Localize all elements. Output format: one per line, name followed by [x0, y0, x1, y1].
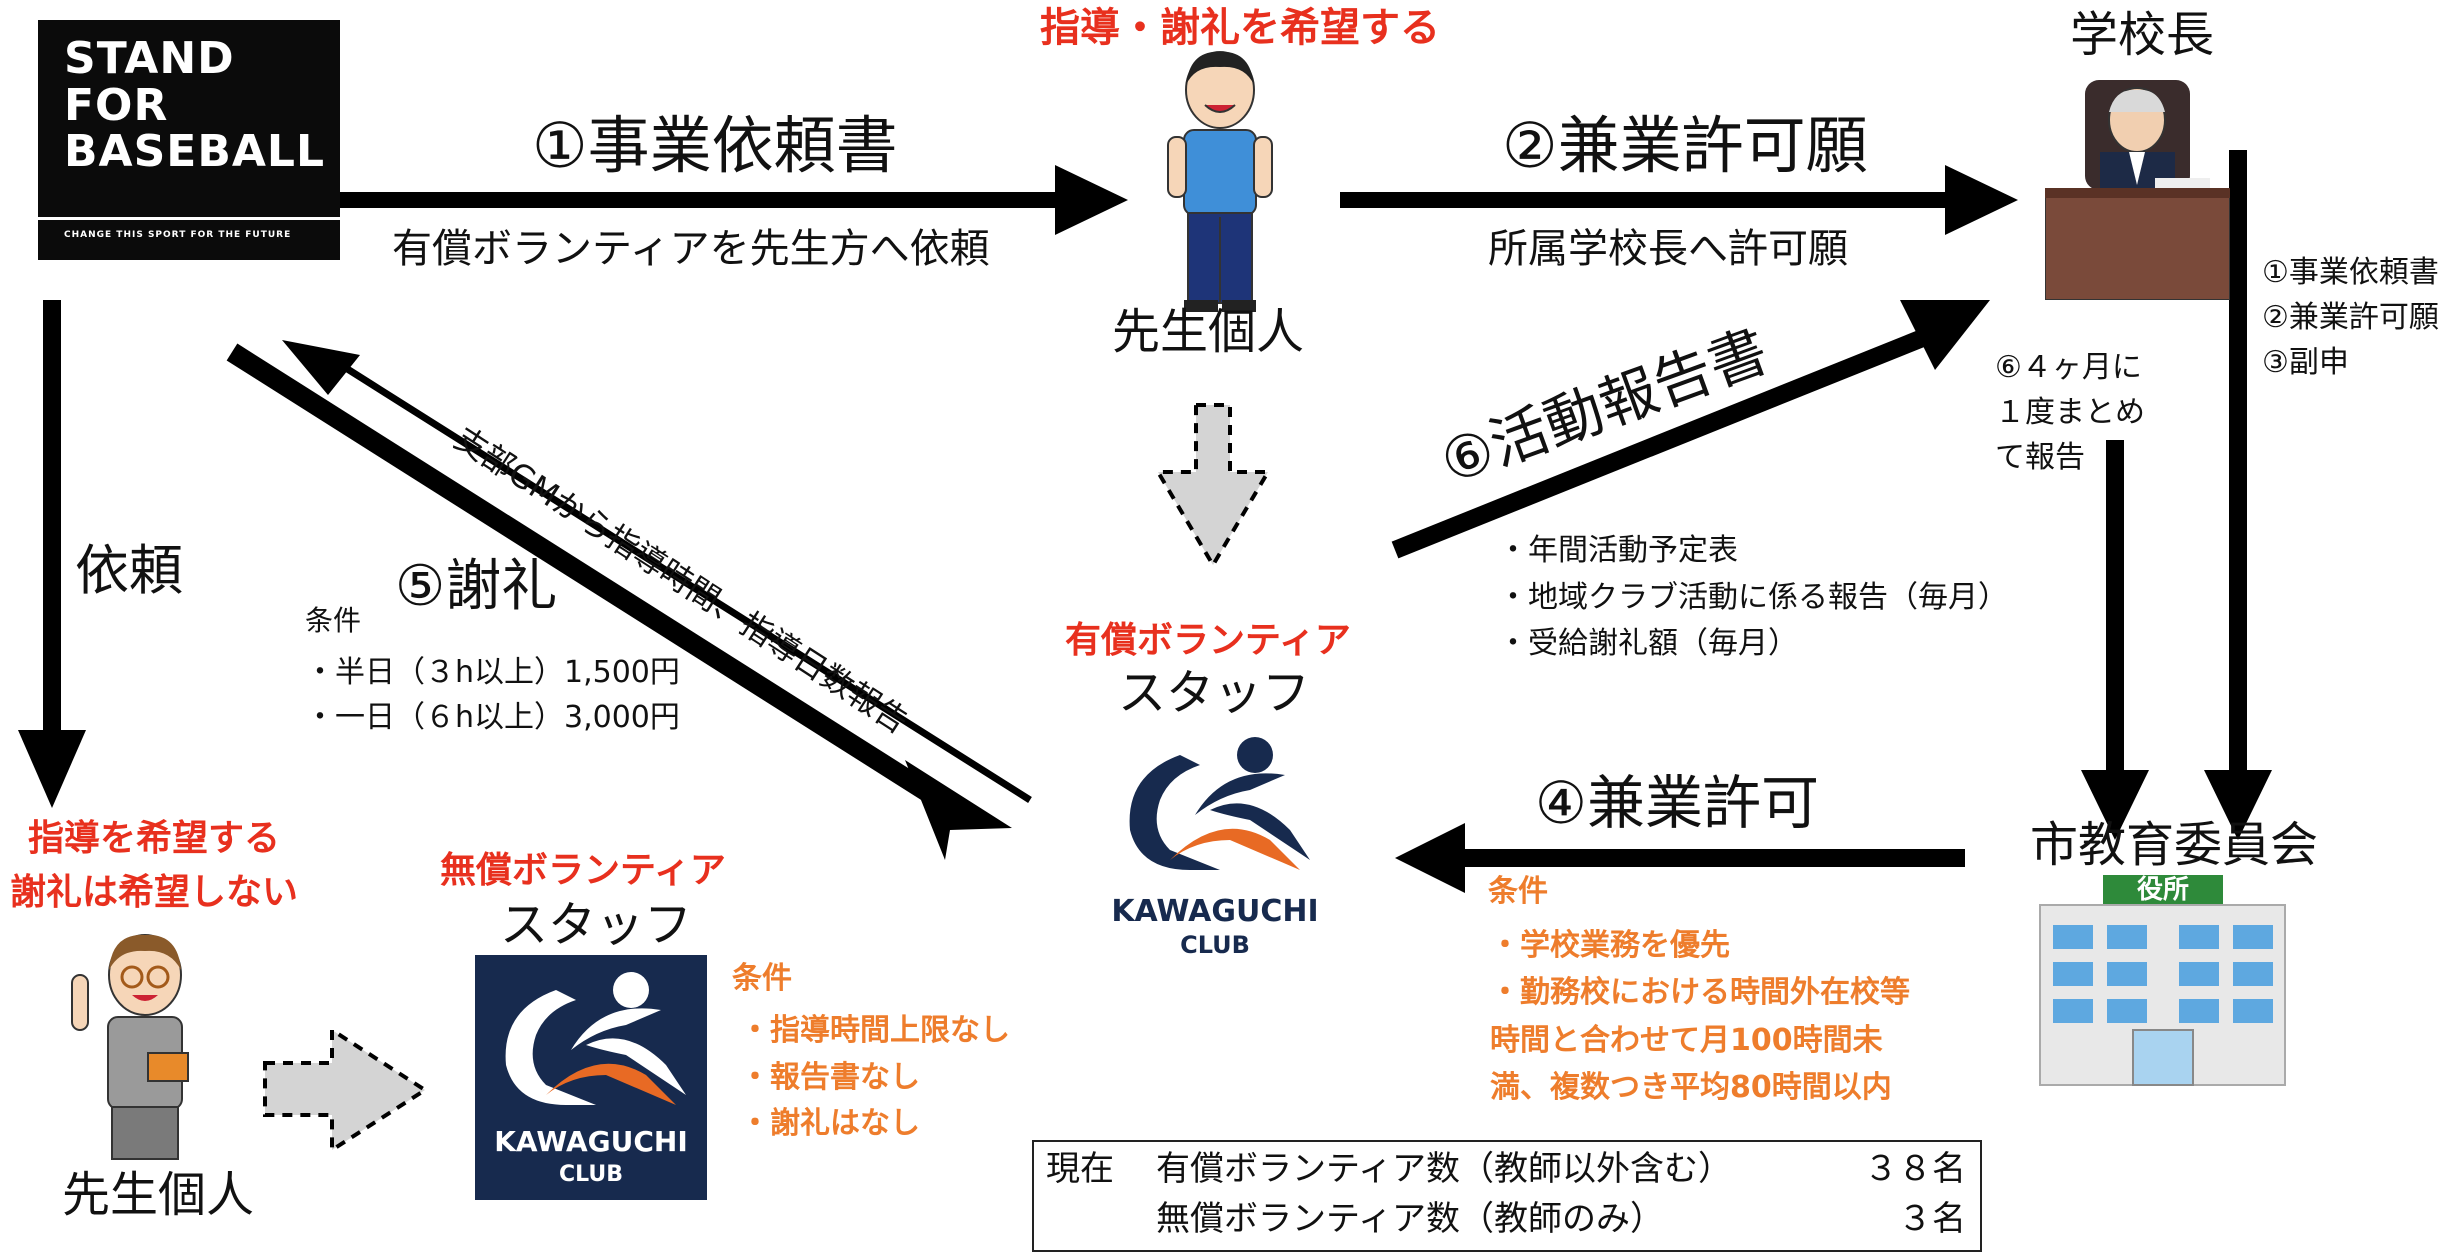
right-doc-2: ②兼業許可願	[2262, 300, 2439, 335]
arrow-permit	[1395, 823, 1965, 893]
logo-line3: BASEBALL	[64, 126, 325, 178]
arrow1-title: ①事業依頼書	[532, 109, 898, 182]
unpaid-condition-2: ・報告書なし	[740, 1059, 920, 1095]
logo-line2: FOR	[64, 79, 169, 131]
fee-cond-title: 条件	[305, 604, 362, 637]
activity-item-2: ・地域クラブ活動に係る報告（毎月）	[1498, 579, 2008, 615]
logo-title: STAND FOR BASEBALL	[64, 33, 325, 178]
club-sub-unpaid: CLUB	[558, 1162, 623, 1187]
arrow-request-to-teacher	[340, 165, 1128, 235]
volunteer-count-table: 現在 有償ボランティア数（教師以外含む） ３８名 無償ボランティア数（教師のみ）…	[1032, 1140, 1982, 1252]
arrow-report-diagonal	[282, 340, 1032, 803]
board-label: 市教育委員会	[2030, 817, 2319, 873]
arrow-logo-down	[18, 300, 86, 808]
club-emblem	[1129, 737, 1310, 870]
stand-for-baseball-logo: STAND FOR BASEBALL CHANGE THIS SPORT FOR…	[38, 20, 340, 260]
fee-conditions: ・半日（３h以上）1,500円 ・一日（６h以上）3,000円	[305, 650, 680, 740]
unpaid-cond-title: 条件	[732, 961, 792, 996]
now-label: 現在	[1046, 1149, 1114, 1189]
principal-label: 学校長	[2070, 7, 2215, 63]
unpaid-count-label: 無償ボランティア数（教師のみ）	[1156, 1199, 1664, 1239]
teacher-top-label: 先生個人	[1112, 304, 1305, 360]
arrow2-title: ②兼業許可願	[1502, 109, 1868, 182]
wish-left-line1: 指導を希望する	[28, 818, 281, 859]
paid-count-label: 有償ボランティア数（教師以外含む）	[1156, 1149, 1732, 1189]
teacher-top-icon	[1167, 51, 1273, 312]
principal-icon	[2045, 80, 2230, 300]
club-emblem-unpaid	[505, 972, 686, 1105]
every4-line3: て報告	[1995, 440, 2085, 475]
every4-line1: ⑥４ヶ月に	[1995, 350, 2142, 385]
logo-divider	[38, 217, 340, 220]
every4-line2: １度まとめ	[1995, 395, 2145, 430]
board-condition-3: 時間と合わせて月100時間未	[1490, 1022, 1883, 1058]
activity-item-3: ・受給謝礼額（毎月）	[1498, 626, 1798, 661]
board-condition-1: ・学校業務を優先	[1490, 928, 1730, 963]
arrow-fee-diagonal	[226, 343, 1012, 860]
kawaguchi-club-logo-paid: KAWAGUCHI CLUB	[1100, 720, 1330, 960]
club-name-unpaid: KAWAGUCHI	[494, 1125, 688, 1158]
fee-condition-1: ・半日（３h以上）1,500円	[305, 655, 680, 690]
every4-note: ⑥４ヶ月に １度まとめ て報告	[1995, 345, 2145, 480]
board-condition-2: ・勤務校における時間外在校等	[1490, 975, 1910, 1011]
arrow2-subtitle: 所属学校長へ許可願	[1488, 226, 1848, 272]
wish-left-line2: 謝礼は希望しない	[10, 872, 299, 913]
paid-staff-label: スタッフ	[1118, 665, 1311, 721]
arrow-teacher-to-principal	[1340, 165, 2018, 235]
unpaid-condition-1: ・指導時間上限なし	[740, 1013, 1010, 1048]
club-sub: CLUB	[1180, 931, 1250, 959]
city-hall-sign: 役所	[2136, 875, 2189, 905]
fee-title: ⑤謝礼	[395, 554, 558, 619]
unpaid-staff-label: スタッフ	[500, 897, 693, 953]
activity-item-1: ・年間活動予定表	[1498, 533, 1738, 568]
logo-tagline: CHANGE THIS SPORT FOR THE FUTURE	[64, 230, 292, 240]
activity-items: ・年間活動予定表 ・地域クラブ活動に係る報告（毎月） ・受給謝礼額（毎月）	[1498, 528, 2008, 668]
arrow-every4-to-board	[2081, 440, 2149, 840]
dashed-arrow-down	[1154, 403, 1272, 569]
teacher-left-icon	[71, 934, 189, 1160]
teacher-left-label: 先生個人	[62, 1167, 255, 1223]
arrow1-subtitle: 有償ボランティアを先生方へ依頼	[392, 226, 990, 272]
unpaid-volunteer-label: 無償ボランティア	[440, 850, 726, 891]
right-docs-list: ①事業依頼書 ②兼業許可願 ③副申	[2262, 250, 2439, 385]
kawaguchi-club-logo-unpaid: KAWAGUCHI CLUB	[475, 955, 707, 1200]
city-hall-icon: 役所	[2035, 870, 2290, 1090]
permit-title: ④兼業許可	[1535, 769, 1819, 837]
arrow-activity-report	[1391, 300, 1990, 559]
paid-count-value: ３８名	[1864, 1149, 1966, 1189]
unpaid-condition-3: ・謝礼はなし	[740, 1106, 920, 1141]
unpaid-conditions: ・指導時間上限なし ・報告書なし ・謝礼はなし	[740, 1008, 1010, 1148]
request-label: 依頼	[75, 539, 183, 602]
board-cond-title: 条件	[1488, 874, 1548, 909]
paid-volunteer-label: 有償ボランティア	[1065, 620, 1351, 661]
arrow-principal-to-board	[2204, 150, 2272, 840]
logo-line1: STAND	[64, 33, 235, 84]
dashed-arrow-right	[263, 1026, 429, 1154]
board-conditions: ・学校業務を優先 ・勤務校における時間外在校等 時間と合わせて月100時間未 満…	[1490, 922, 1910, 1112]
wish-top-label: 指導・謝礼を希望する	[1040, 5, 1440, 51]
right-doc-3: ③副申	[2262, 345, 2349, 380]
right-doc-1: ①事業依頼書	[2262, 255, 2439, 290]
city-hall-building	[2039, 875, 2286, 1086]
unpaid-count-value: ３名	[1898, 1199, 1966, 1239]
board-condition-4: 満、複数つき平均80時間以内	[1490, 1070, 1892, 1106]
fee-condition-2: ・一日（６h以上）3,000円	[305, 700, 680, 735]
club-name: KAWAGUCHI	[1111, 894, 1319, 929]
